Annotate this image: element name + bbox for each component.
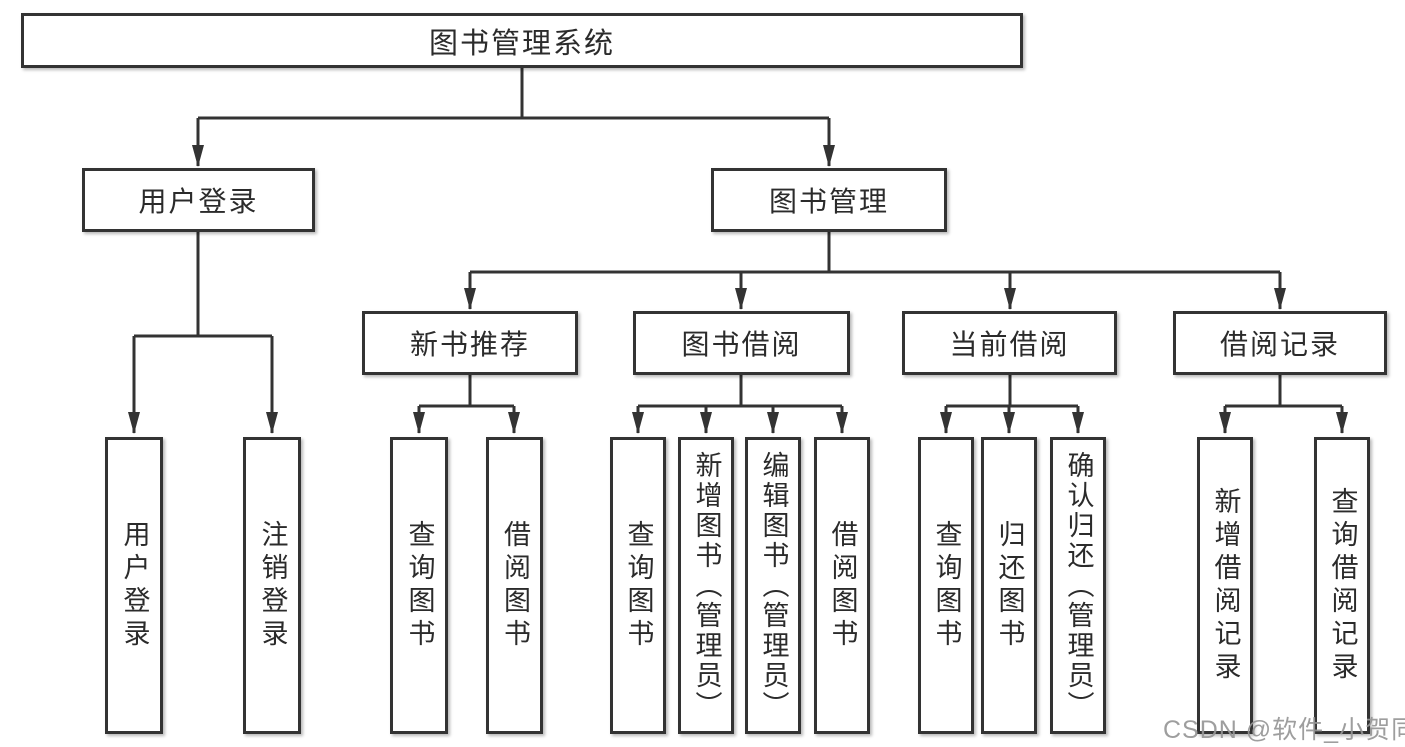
- connector-root: [198, 68, 829, 120]
- node-borrow-records: 借阅记录: [1173, 311, 1387, 375]
- node-new-book-recommend: 新书推荐: [362, 311, 578, 375]
- node-current-borrow: 当前借阅: [902, 311, 1117, 375]
- leaf-query-borrow-record: 查询借阅记录: [1314, 437, 1370, 734]
- leaf-edit-books-admin: 编辑图书（管理员）: [745, 437, 801, 734]
- leaf-query-books: 查询图书: [610, 437, 666, 734]
- leaf-query-books: 查询图书: [918, 437, 974, 734]
- connector-book-management: [470, 232, 1280, 274]
- node-book-management: 图书管理: [711, 168, 947, 232]
- leaf-add-borrow-record: 新增借阅记录: [1197, 437, 1253, 734]
- leaf-logout: 注销登录: [243, 437, 301, 734]
- leaf-query-books: 查询图书: [390, 437, 448, 734]
- csdn-watermark: CSDN @软件_小贺同学: [1163, 716, 1405, 744]
- node-user-login: 用户登录: [82, 168, 315, 232]
- leaf-borrow-books: 借阅图书: [814, 437, 870, 734]
- connector-user-login: [134, 232, 272, 338]
- connector-borrow-records: [1225, 375, 1342, 408]
- leaf-confirm-return-admin: 确认归还（管理员）: [1050, 437, 1106, 734]
- leaf-add-books-admin: 新增图书（管理员）: [678, 437, 734, 734]
- node-root-system: 图书管理系统: [21, 13, 1023, 68]
- connector-book-borrow: [638, 375, 842, 408]
- node-book-borrow: 图书借阅: [633, 311, 850, 375]
- leaf-borrow-books: 借阅图书: [486, 437, 543, 734]
- leaf-user-login: 用户登录: [105, 437, 163, 734]
- leaf-return-books: 归还图书: [981, 437, 1037, 734]
- connector-new-book: [419, 375, 514, 408]
- connector-current-borrow: [946, 375, 1078, 408]
